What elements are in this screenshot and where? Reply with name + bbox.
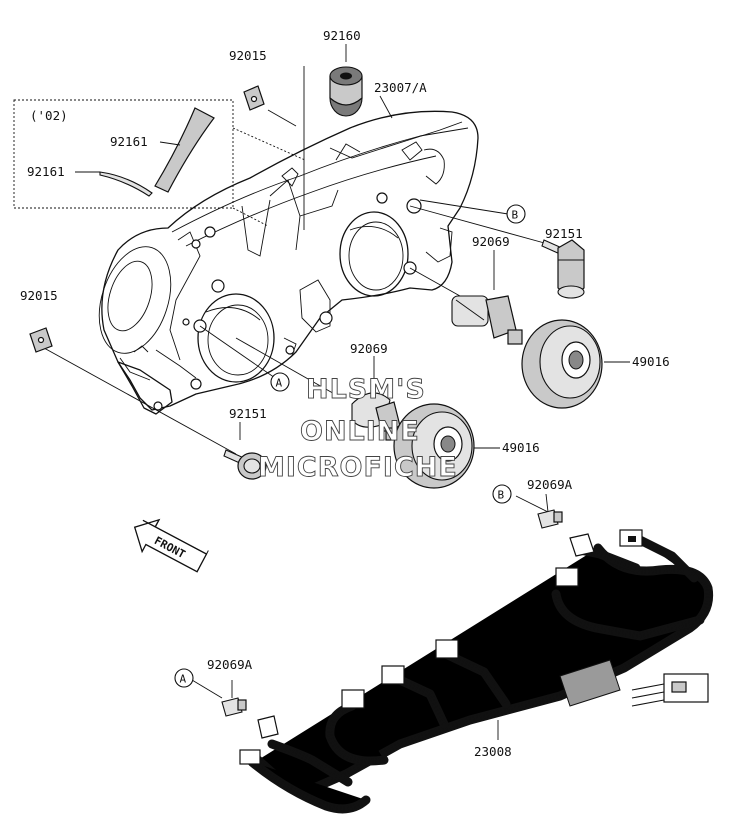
label-92069a-left: 92069A [207,657,253,672]
ref-b-lower: B [492,484,512,504]
watermark-line-2: ONLINE [300,416,420,447]
label-92069-right: 92069 [472,234,510,249]
bulb-92069-mid [351,392,401,441]
seal-strip-wide [154,107,215,193]
label-23008: 23008 [474,744,512,759]
screw-92151-left [223,449,267,480]
clip-nut-92015-top [243,85,265,111]
front-direction-arrow: FRONT [133,518,209,573]
clip-nut-92015-left [29,327,53,353]
label-92151-right: 92151 [545,226,583,241]
label-23007a: 23007/A [374,80,427,95]
headlight-housing [98,110,479,415]
svg-text:A: A [180,673,187,686]
svg-text:B: B [498,489,505,502]
watermark-line-3: MICROFICHE [258,452,458,483]
screw-92151-right [541,239,585,299]
label-92015-left: 92015 [20,288,58,303]
label-92151-left: 92151 [229,406,267,421]
bulb-92069a-left [221,697,247,717]
bulb-92069-right [451,295,523,345]
label-92069-mid: 92069 [350,341,388,356]
label-92161-a: 92161 [110,134,148,149]
socket-cover-49016-right [521,319,603,409]
wiring-harness-23008 [239,529,709,809]
label-92160: 92160 [323,28,361,43]
label-92161-b: 92161 [27,164,65,179]
bulb-92069a-right [537,509,563,529]
ref-a-upper: A [270,372,290,392]
watermark: HLSM'S ONLINE MICROFICHE [258,374,458,484]
inset-box-02 [13,99,306,227]
label-year-02: ('02) [30,108,68,123]
label-92069a-right: 92069A [527,477,573,492]
svg-text:B: B [512,209,519,222]
part-labels: 92160 92015 23007/A ('02) 92161 92161 92… [20,28,670,759]
svg-text:A: A [276,377,283,390]
grommet-92160 [329,66,363,117]
socket-cover-49016-mid [393,403,475,489]
seal-strip-thin [99,171,153,197]
label-92015-top: 92015 [229,48,267,63]
ref-a-lower: A [174,668,194,688]
watermark-line-1: HLSM'S [306,374,426,405]
ref-b-upper: B [506,204,526,224]
label-49016-mid: 49016 [502,440,540,455]
label-49016-right: 49016 [632,354,670,369]
leader-lines [43,44,630,740]
